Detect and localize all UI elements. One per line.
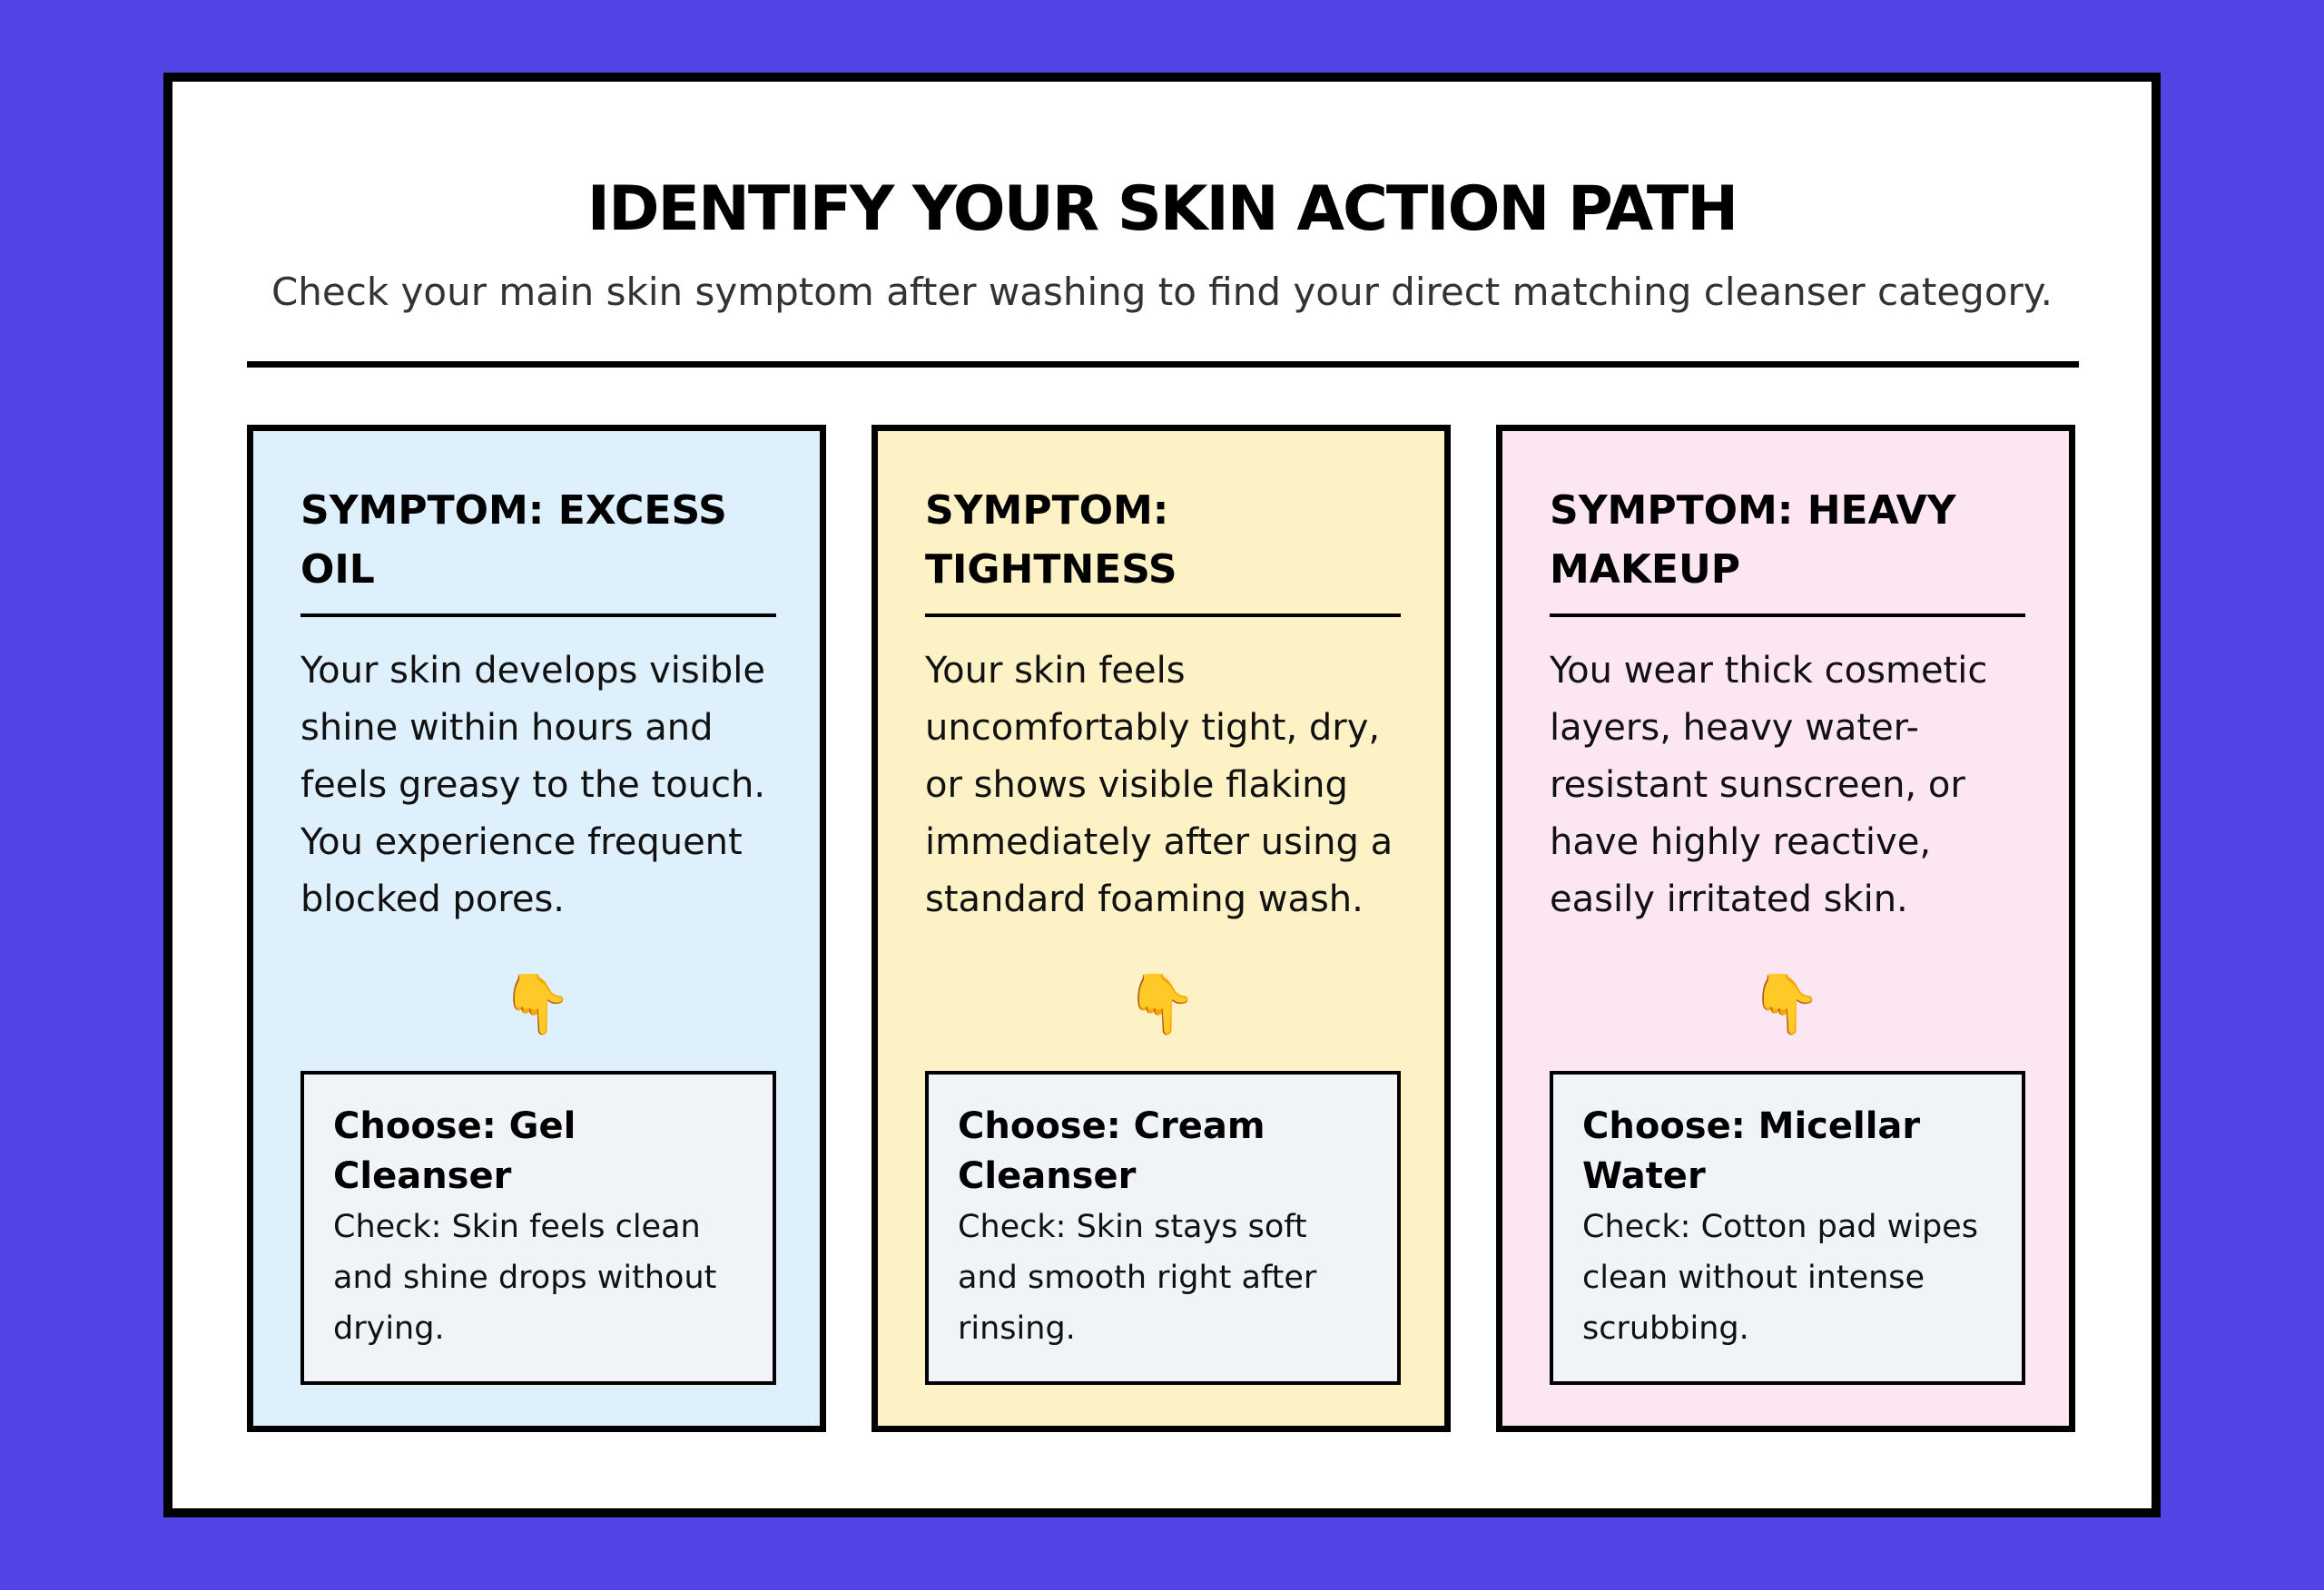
choice-label: Choose: Gel Cleanser bbox=[333, 1105, 576, 1197]
pointing-down-icon: 👇 bbox=[1125, 971, 1197, 1038]
card-heading: SYMPTOM: EXCESS OIL bbox=[300, 481, 776, 617]
infographic-frame: IDENTIFY YOUR SKIN ACTION PATH Check you… bbox=[163, 73, 2161, 1517]
choice-label: Choose: Micellar Water bbox=[1582, 1105, 1921, 1197]
card-description: Your skin develops visible shine within … bbox=[300, 650, 766, 920]
cleanser-choice-box: Choose: Cream Cleanser Check: Skin stays… bbox=[925, 1071, 1401, 1385]
cleanser-choice-box: Choose: Micellar Water Check: Cotton pad… bbox=[1550, 1071, 2025, 1385]
check-text: Check: Skin stays soft and smooth right … bbox=[958, 1209, 1317, 1347]
header-divider bbox=[247, 361, 2079, 368]
symptom-card-heavy-makeup: SYMPTOM: HEAVY MAKEUP You wear thick cos… bbox=[1496, 425, 2075, 1432]
card-description: Your skin feels uncomfortably tight, dry… bbox=[925, 650, 1393, 920]
choice-label: Choose: Cream Cleanser bbox=[958, 1105, 1265, 1197]
pointing-down-icon: 👇 bbox=[500, 971, 573, 1038]
cleanser-choice-box: Choose: Gel Cleanser Check: Skin feels c… bbox=[300, 1071, 776, 1385]
card-heading: SYMPTOM: HEAVY MAKEUP bbox=[1550, 481, 2025, 617]
check-text: Check: Cotton pad wipes clean without in… bbox=[1582, 1209, 1978, 1347]
card-description: You wear thick cosmetic layers, heavy wa… bbox=[1550, 650, 1988, 920]
page-title: IDENTIFY YOUR SKIN ACTION PATH bbox=[586, 173, 1738, 245]
symptom-card-tightness: SYMPTOM: TIGHTNESS Your skin feels uncom… bbox=[872, 425, 1451, 1432]
symptom-card-excess-oil: SYMPTOM: EXCESS OIL Your skin develops v… bbox=[247, 425, 826, 1432]
pointing-down-icon: 👇 bbox=[1749, 971, 1822, 1038]
check-text: Check: Skin feels clean and shine drops … bbox=[333, 1209, 717, 1347]
page-subtitle: Check your main skin symptom after washi… bbox=[271, 270, 2053, 314]
card-heading: SYMPTOM: TIGHTNESS bbox=[925, 481, 1401, 617]
